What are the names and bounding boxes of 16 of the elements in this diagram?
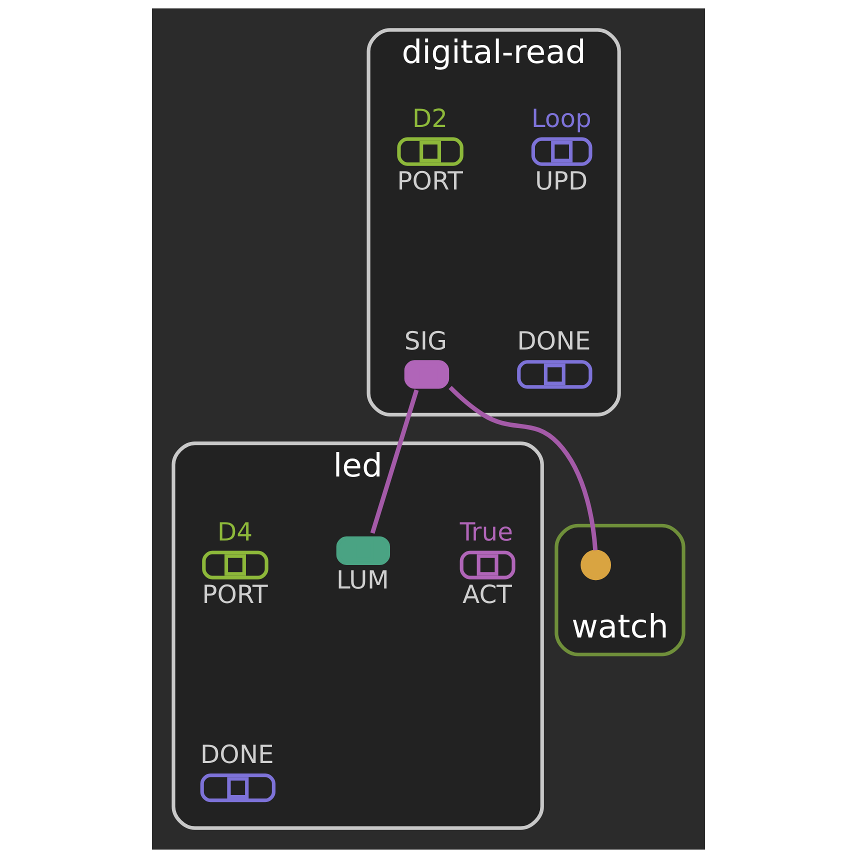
node-label: Loop <box>531 104 592 133</box>
node-label: ACT <box>462 580 512 609</box>
node-label: DONE <box>200 740 274 770</box>
node-label: PORT <box>202 580 268 609</box>
node-label: D4 <box>217 517 253 546</box>
node-label: PORT <box>397 166 463 196</box>
connector <box>370 389 419 534</box>
cluster: watch <box>554 524 686 656</box>
node-label: True <box>460 517 514 546</box>
node-label: D2 <box>412 104 448 133</box>
connector <box>448 386 598 550</box>
node-label: DONE <box>517 326 591 356</box>
node-label: SIG <box>404 326 448 356</box>
node-label: LUM <box>336 566 389 595</box>
node-label: UPD <box>534 166 588 196</box>
node-circle <box>580 550 612 580</box>
